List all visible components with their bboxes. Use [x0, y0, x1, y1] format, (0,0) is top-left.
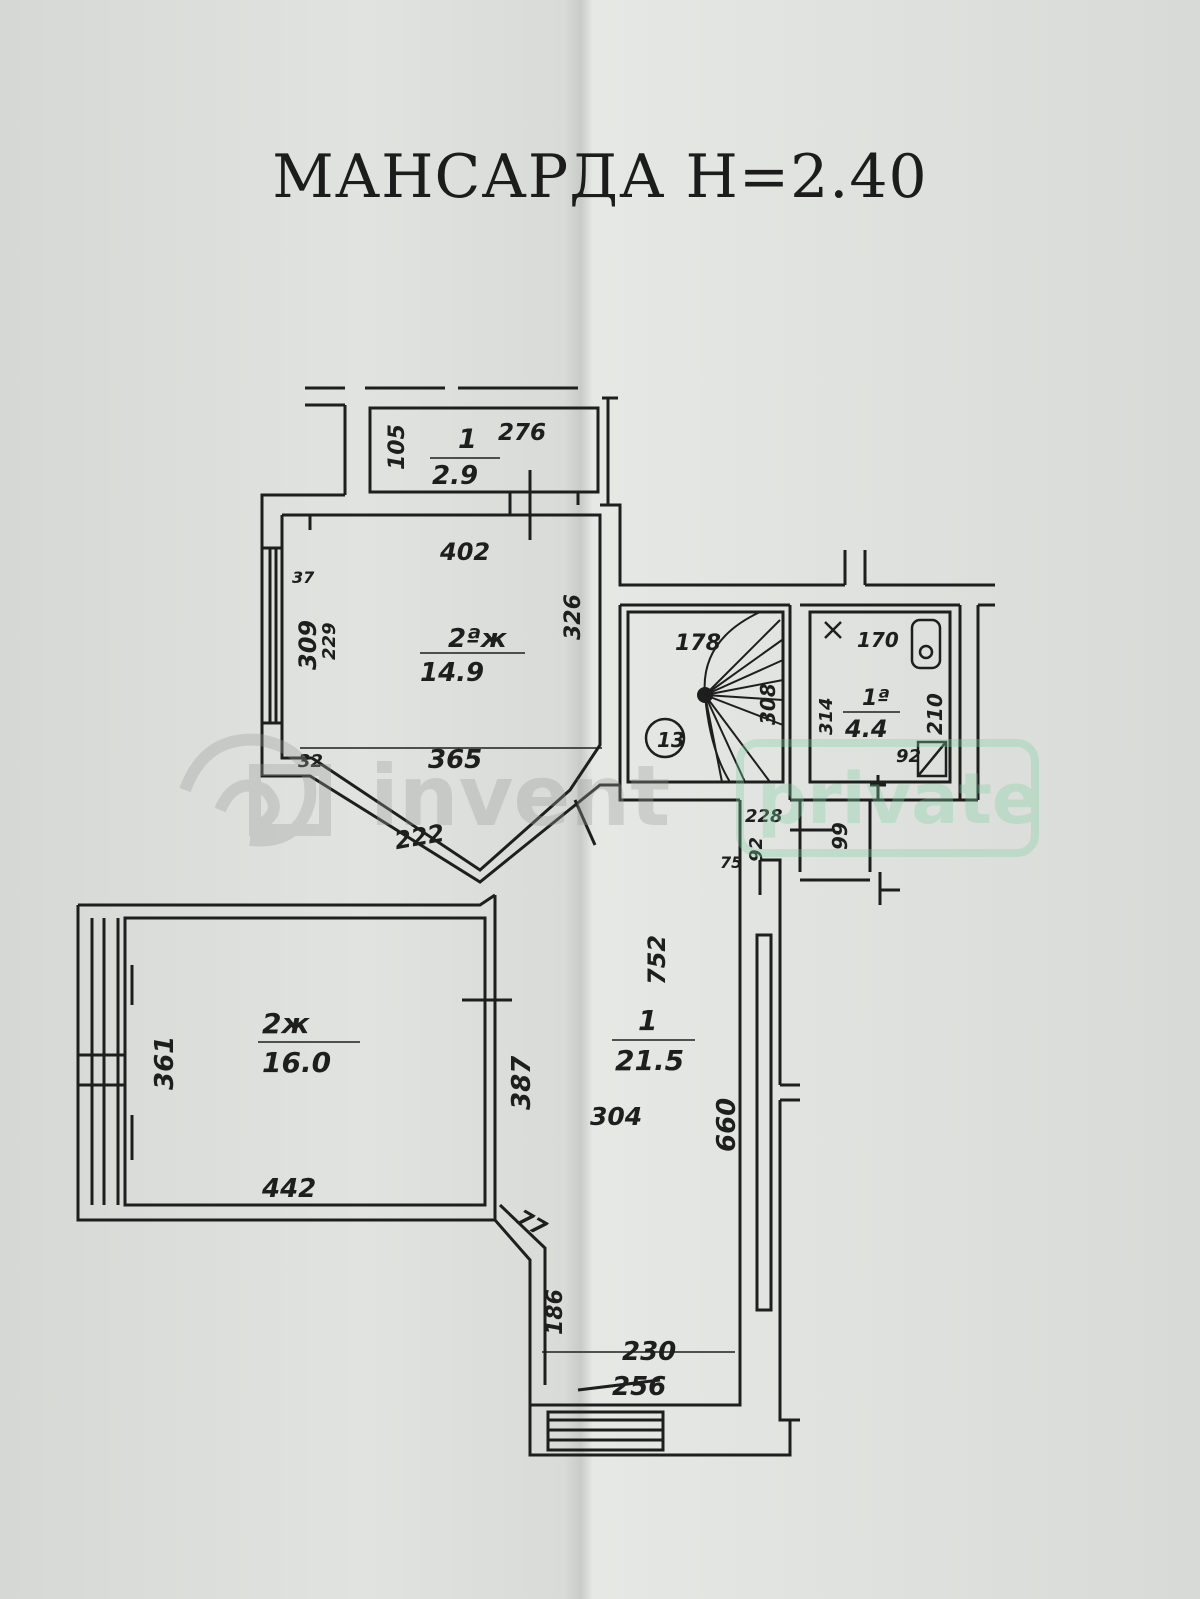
- vent-icon: [824, 621, 842, 639]
- dim-660: 660: [712, 1098, 742, 1152]
- watermark-logo-icon: [179, 733, 331, 847]
- room-1a-label: 1ª: [862, 686, 890, 711]
- dim-105: 105: [385, 424, 410, 470]
- room-2-label: 2ж: [262, 1007, 310, 1040]
- room-3-area: 2.9: [432, 461, 478, 491]
- room-2a-area: 14.9: [420, 658, 484, 688]
- dim-92-bottom: 92: [746, 837, 767, 862]
- dim-442: 442: [261, 1174, 316, 1204]
- watermark-tag: private: [757, 758, 1039, 840]
- dim-32: 32: [298, 751, 323, 772]
- dim-308: 308: [756, 683, 780, 725]
- walls: [76, 386, 995, 1457]
- sink-icon: [916, 740, 948, 778]
- room-1a-area: 4.4: [844, 715, 888, 743]
- dim-178: 178: [675, 631, 721, 656]
- dimension-lines: [300, 747, 735, 1353]
- dim-186: 186: [543, 1289, 568, 1335]
- room-1-label: 1: [638, 1004, 657, 1037]
- dim-326: 326: [561, 594, 586, 640]
- plan-title: МАНСАРДА Н=2.40: [272, 142, 928, 212]
- dim-229: 229: [319, 622, 340, 660]
- room-2a-label: 2ªж: [448, 624, 508, 654]
- watermark: invent private: [179, 733, 1039, 857]
- room-2-area: 16.0: [262, 1046, 331, 1079]
- dim-75: 75: [720, 853, 742, 872]
- dim-309: 309: [294, 620, 322, 670]
- dim-92-top: 92: [896, 746, 921, 767]
- dim-230: 230: [622, 1337, 676, 1367]
- room-13-badge: [644, 717, 686, 759]
- spiral-stair-icon: [697, 611, 784, 783]
- dim-387: 387: [507, 1055, 537, 1110]
- dim-752: 752: [643, 935, 671, 985]
- watermark-brand: invent: [370, 747, 670, 845]
- dimension-labels: 276 105 402 326 37 309 229 32 365 222 17…: [150, 420, 947, 1402]
- toilet-icon: [910, 618, 942, 670]
- room-13-label: 13: [657, 728, 685, 752]
- dim-170: 170: [857, 628, 899, 652]
- room-labels: 1 2.9 2ªж 14.9 13 1ª 4.4 2ж 16.0 1 21.5: [258, 424, 900, 1079]
- dim-365: 365: [428, 745, 482, 775]
- dim-228: 228: [745, 806, 783, 827]
- dim-210: 210: [923, 693, 947, 735]
- dim-77: 77: [512, 1205, 552, 1242]
- dim-304: 304: [590, 1102, 642, 1131]
- room-1-area: 21.5: [615, 1044, 684, 1077]
- dim-314: 314: [816, 697, 837, 735]
- dim-256: 256: [612, 1372, 666, 1402]
- dim-37: 37: [292, 568, 315, 587]
- dim-402: 402: [439, 538, 490, 566]
- room-3-label: 1: [458, 424, 477, 455]
- dim-276: 276: [498, 420, 546, 446]
- dim-361: 361: [150, 1036, 180, 1090]
- dim-99: 99: [828, 822, 852, 850]
